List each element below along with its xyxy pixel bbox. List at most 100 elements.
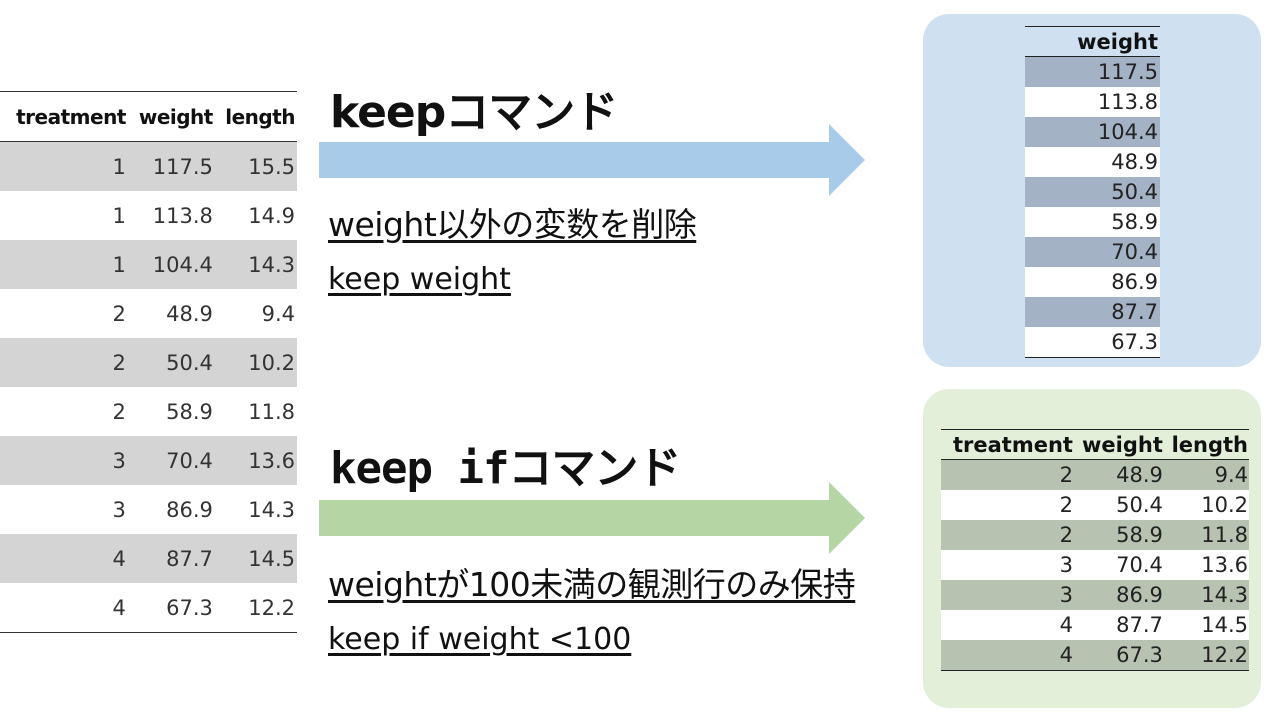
source-table-row-cell: 87.7 — [127, 534, 215, 583]
keep-result-row-cell: 50.4 — [1025, 177, 1160, 207]
keep-if-code: keep if weight <100 — [328, 622, 632, 657]
source-table-row-cell: 48.9 — [166, 301, 213, 326]
keep-if-result-row-cell: 2 — [941, 490, 1074, 520]
source-table-row-cell: 3 — [0, 436, 128, 485]
keep-command-heading: keepコマンド — [330, 87, 618, 138]
keep-code: keep weight — [328, 262, 511, 297]
source-table-row-cell: 1 — [0, 240, 128, 289]
keep-result-row: 70.4 — [1025, 237, 1160, 267]
source-table-row-cell: 14.3 — [248, 497, 295, 522]
keep-result-row-cell: 117.5 — [1025, 56, 1160, 87]
source-table-row-cell: 14.5 — [214, 534, 297, 583]
source-table-row-cell: 15.5 — [214, 141, 297, 191]
keep-if-result-row-cell: 86.9 — [1073, 580, 1164, 610]
keep-if-result-row-cell: 13.6 — [1163, 550, 1249, 580]
source-table-row: 3 86.9 14.3 — [0, 485, 297, 534]
keep-if-result-row-cell: 3 — [941, 580, 1074, 610]
source-table-row: 2 48.9 9.4 — [0, 289, 297, 338]
source-table-row: 2 58.9 11.8 — [0, 387, 297, 436]
keep-if-result-row-cell: 2 — [941, 459, 1074, 490]
source-header-cell: weight — [127, 91, 215, 142]
source-table-row-cell: 4 — [0, 583, 128, 633]
source-table-row-cell: 3 — [112, 497, 126, 522]
source-table-row-cell: 10.2 — [214, 338, 297, 387]
source-table-row-cell: 13.6 — [214, 436, 297, 485]
source-table-row-cell: 1 — [112, 203, 126, 228]
keep-if-result-row-cell: 87.7 — [1073, 610, 1164, 640]
keep-result-row: 87.7 — [1025, 297, 1160, 327]
keep-result-row-cell: 86.9 — [1025, 267, 1160, 297]
keep-if-result-row-cell: 70.4 — [1073, 550, 1164, 580]
source-table-row-cell: 2 — [0, 338, 128, 387]
keep-result-row-cell: 67.3 — [1025, 327, 1160, 358]
keep-if-result-row-cell: 14.3 — [1163, 580, 1249, 610]
keep-result-row: 67.3 — [1025, 327, 1160, 358]
keep-result-row-cell: 113.8 — [1025, 87, 1160, 117]
keep-if-result-row-cell: 3 — [941, 550, 1074, 580]
source-table-row-cell: 4 — [0, 534, 128, 583]
source-table-row-cell: 14.3 — [214, 240, 297, 289]
source-table-row-cell: 2 — [112, 399, 126, 424]
keep-if-arrow-shaft — [319, 500, 831, 536]
keep-if-result-row-cell: 48.9 — [1073, 459, 1164, 490]
keep-if-result-row-cell: 9.4 — [1163, 459, 1249, 490]
keep-result-row: 86.9 — [1025, 267, 1160, 297]
source-table-row-cell: 86.9 — [166, 497, 213, 522]
source-header-cell: length — [214, 91, 297, 142]
source-table-row-cell: 70.4 — [127, 436, 215, 485]
source-header-cell: treatment — [0, 91, 128, 142]
source-table-row-cell: 9.4 — [261, 301, 295, 326]
source-table-row-cell: 14.9 — [248, 203, 295, 228]
keep-if-result-header-row: treatment weight length — [941, 429, 1249, 460]
keep-if-command-heading: keep ifコマンド — [330, 443, 681, 494]
keep-if-result-row-cell: 2 — [941, 520, 1074, 550]
keep-if-result-row-cell: 10.2 — [1163, 490, 1249, 520]
source-table-row-cell: 2 — [112, 301, 126, 326]
keep-result-row-cell: 58.9 — [1025, 207, 1160, 237]
keep-if-result-header-cell: length — [1163, 429, 1249, 460]
keep-result-row-cell: 70.4 — [1025, 237, 1160, 267]
source-table-row-cell: 11.8 — [248, 399, 295, 424]
keep-if-result-header-cell: weight — [1073, 429, 1164, 460]
keep-result-row: 113.8 — [1025, 87, 1160, 117]
keep-if-result-header-cell: treatment — [941, 429, 1074, 460]
source-table-row-cell: 67.3 — [127, 583, 215, 633]
keep-if-result-row-cell: 4 — [941, 640, 1074, 671]
keep-result-header-row: weight — [1025, 26, 1160, 57]
keep-if-result-row-cell: 58.9 — [1073, 520, 1164, 550]
source-header-row: treatment weight length — [0, 91, 297, 142]
source-table-row-cell: 58.9 — [166, 399, 213, 424]
keep-if-result-row-cell: 50.4 — [1073, 490, 1164, 520]
keep-if-result-row-cell: 4 — [941, 610, 1074, 640]
keep-result-row: 104.4 — [1025, 117, 1160, 147]
keep-result-row-cell: 104.4 — [1025, 117, 1160, 147]
keep-result-row: 58.9 — [1025, 207, 1160, 237]
keep-if-arrow-head — [829, 482, 865, 554]
keep-result-row-cell: 48.9 — [1025, 147, 1160, 177]
keep-if-description: weightが100未満の観測行のみ保持 — [328, 565, 856, 604]
source-table-row-cell: 1 — [0, 141, 128, 191]
keep-arrow-shaft — [319, 142, 831, 178]
keep-if-result-row-cell: 11.8 — [1163, 520, 1249, 550]
keep-arrow-head — [829, 124, 865, 196]
keep-if-result-row-cell: 67.3 — [1073, 640, 1164, 671]
keep-result-row: 50.4 — [1025, 177, 1160, 207]
keep-result-row-cell: 87.7 — [1025, 297, 1160, 327]
keep-result-row: 48.9 — [1025, 147, 1160, 177]
